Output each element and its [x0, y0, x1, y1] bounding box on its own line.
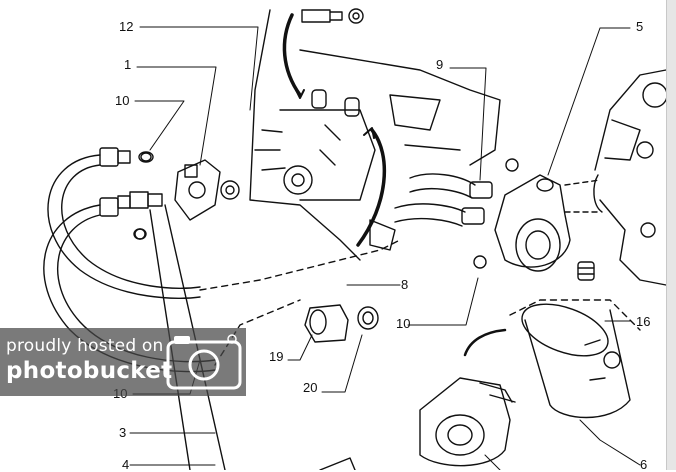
oil-filter [509, 299, 641, 419]
callout-6: 6 [640, 457, 648, 472]
pipe-fittings-left [99, 147, 163, 240]
callout-16: 16 [636, 314, 651, 329]
photobucket-watermark: proudly hosted on photobucket [0, 328, 246, 396]
oil-filter-adapter [494, 174, 601, 272]
oil-cooler [419, 328, 516, 467]
callout-5: 5 [636, 19, 644, 34]
oil-pipes-right [394, 158, 519, 269]
callout-12: 12 [119, 19, 134, 34]
callout-4: 4 [122, 457, 130, 472]
page-edge [666, 0, 676, 470]
camera-icon [166, 334, 242, 390]
leader-lines [129, 26, 641, 470]
watermark-line1: proudly hosted on [6, 336, 164, 356]
callout-3: 3 [119, 425, 127, 440]
callout-10-mid: 10 [396, 316, 411, 331]
callout-9: 9 [436, 57, 444, 72]
callout-1: 1 [124, 57, 132, 72]
callout-8: 8 [401, 277, 409, 292]
flange-fitting [174, 159, 240, 221]
part-19-20 [304, 304, 379, 343]
top-sensor [301, 8, 364, 24]
callout-20: 20 [303, 380, 318, 395]
callout-10-top: 10 [115, 93, 130, 108]
fitting-16 [577, 261, 595, 281]
watermark-line2: photobucket [6, 358, 173, 384]
callout-19: 19 [269, 349, 284, 364]
engine-block [249, 9, 501, 261]
crankcase-right [593, 69, 668, 286]
